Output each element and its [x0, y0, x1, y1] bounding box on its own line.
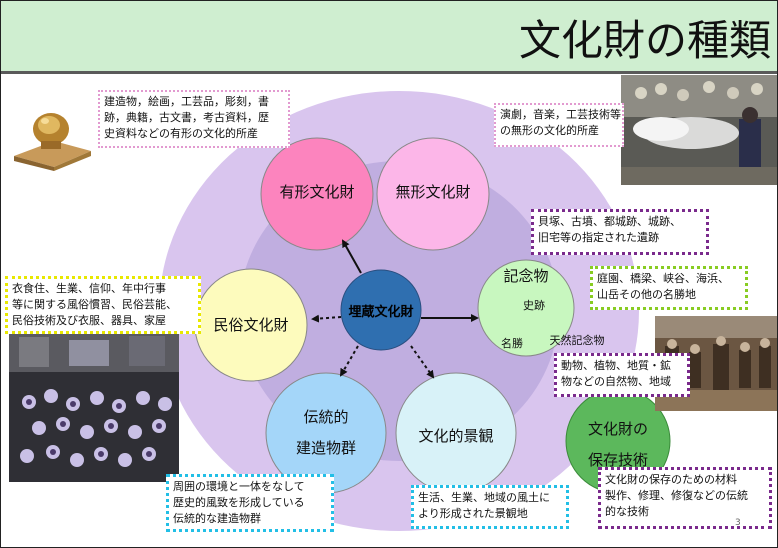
buildings-label-line2: 建造物群: [295, 439, 356, 457]
buildings-note: 周囲の環境と一体をなして 歴史的風致を形成している 伝統的な建造物群: [166, 474, 334, 532]
buildings-note-line: 伝統的な建造物群: [173, 512, 261, 525]
conservation-note-line: 的な技術: [605, 505, 649, 518]
buildings-label-line1: 伝統的: [303, 408, 349, 426]
conservation-note-line: 文化財の保存のための材料: [605, 473, 737, 486]
arrow-to-landscape: [410, 345, 435, 379]
center-circle: [340, 269, 422, 351]
buildings-note-line: 歴史的風致を形成している: [173, 496, 305, 509]
tangible-note: 建造物，絵画，工芸品，彫刻，書 跡，典籍，古文書，考古資料，歴 史資料などの有形…: [98, 90, 290, 148]
folk-note-line: 等に関する風俗慣習、民俗芸能、: [12, 298, 177, 311]
folk-note: 衣食住、生業、信仰、年中行事 等に関する風俗慣習、民俗芸能、 民俗技術及び衣服、…: [5, 276, 201, 334]
natural-note-line: 物などの自然物、地域: [561, 375, 671, 388]
intangible-circle: [376, 137, 490, 251]
folk-label: 民俗文化財: [213, 316, 289, 334]
tangible-label: 有形文化財: [279, 183, 355, 201]
tangible-note-line: 史資料などの有形の文化的所産: [104, 127, 258, 140]
conservation-note: 文化財の保存のための材料 製作、修理、修復などの伝統 的な技術: [598, 467, 772, 529]
landscape-note-line: より形成された景観地: [418, 507, 528, 520]
title-bar: 文化財の種類: [1, 1, 777, 74]
buildings-note-line: 周囲の環境と一体をなして: [173, 480, 305, 493]
intangible-note: 演劇，音楽，工芸技術等 の無形の文化的所産: [494, 103, 624, 147]
historic-site-label: 史跡: [523, 299, 545, 312]
landscape-label: 文化的景観: [418, 427, 494, 445]
tangible-note-line: 跡，典籍，古文書，考古資料，歴: [104, 111, 269, 124]
festival-photo: [9, 332, 179, 482]
landscape-note: 生活、生業、地域の風土に より形成された景観地: [411, 485, 569, 529]
scenic-note-line: 山岳その他の名勝地: [597, 288, 696, 301]
monuments-circle: [477, 259, 575, 357]
seal-photo: [9, 101, 94, 171]
intangible-note-line: 演劇，音楽，工芸技術等: [500, 108, 621, 121]
historic-sites-note-line: 貝塚、古墳、都城跡、城跡、: [538, 215, 681, 228]
folk-note-line: 衣食住、生業、信仰、年中行事: [12, 282, 166, 295]
historic-sites-note: 貝塚、古墳、都城跡、城跡、 旧宅等の指定された遺跡: [531, 209, 709, 255]
scenic-note: 庭園、橋梁、峡谷、海浜、 山岳その他の名勝地: [590, 266, 748, 310]
conservation-note-line: 製作、修理、修復などの伝統: [605, 489, 748, 502]
conservation-label-line2: 保存技術: [587, 451, 648, 469]
tangible-note-line: 建造物，絵画，工芸品，彫刻，書: [104, 95, 269, 108]
natural-monument-label: 天然記念物: [549, 334, 605, 347]
historic-sites-note-line: 旧宅等の指定された遺跡: [538, 231, 659, 244]
intangible-note-line: の無形の文化的所産: [500, 124, 599, 137]
natural-note-line: 動物、植物、地質・鉱: [561, 359, 671, 372]
tangible-circle: [260, 137, 374, 251]
page-title: 文化財の種類: [518, 16, 771, 65]
page-number: 3: [735, 518, 741, 528]
center-label: 埋蔵文化財: [348, 305, 414, 320]
performance-photo: [621, 75, 777, 185]
scenic-note-line: 庭園、橋梁、峡谷、海浜、: [597, 272, 729, 285]
folk-note-line: 民俗技術及び衣服、器具、家屋: [12, 314, 166, 327]
conservation-label-line1: 文化財の: [587, 420, 648, 438]
arrow-to-tangible: [342, 239, 362, 274]
natural-note: 動物、植物、地質・鉱 物などの自然物、地域: [554, 353, 690, 397]
arrow-to-folk: [311, 314, 342, 323]
monuments-label: 記念物: [503, 267, 549, 285]
landscape-note-line: 生活、生業、地域の風土に: [418, 491, 550, 504]
intangible-label: 無形文化財: [395, 183, 471, 201]
scenic-spot-label: 名勝: [501, 337, 523, 350]
